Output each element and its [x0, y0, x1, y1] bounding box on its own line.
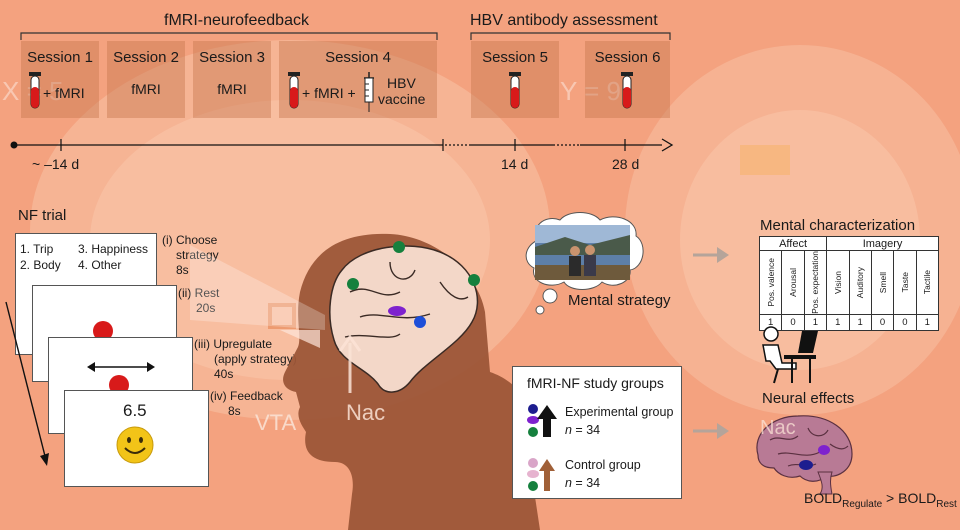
- tick-label-start: ~ –14 d: [32, 156, 80, 172]
- person-at-computer-icon: [762, 326, 818, 384]
- step-choose-strategy: (i) Choose strategy 8s: [162, 233, 219, 277]
- session-4-vaccine-line-1: HBV: [387, 75, 416, 91]
- label-vta: VTA: [255, 410, 297, 435]
- col-vision: Vision: [832, 270, 843, 294]
- col-taste: Taste: [899, 272, 910, 293]
- col-pos-expectation: Pos. expectation: [810, 251, 821, 314]
- gray-arrow-bottom: [693, 423, 729, 439]
- double-arrow: [87, 362, 155, 372]
- experimental-group-markers: [527, 404, 557, 437]
- session-5-label: Session 5: [482, 49, 548, 66]
- photo-two-people: [535, 225, 630, 280]
- session-1-label: Session 1: [27, 49, 93, 66]
- session-2-content: fMRI: [131, 81, 161, 97]
- feedback-screen-card: 6.5: [64, 390, 209, 487]
- step-rest: (ii) Rest 20s: [178, 286, 220, 315]
- tick-label-28d: 28 d: [612, 156, 640, 172]
- feedback-value: 6.5: [123, 401, 147, 420]
- col-tactile: Tactile: [922, 270, 933, 295]
- brain-region-dots: [347, 241, 480, 328]
- nf-trial-title: NF trial: [18, 207, 67, 224]
- timeline-axis: [10, 138, 674, 152]
- blood-tube-icon: [288, 72, 300, 109]
- label-nac-right: Nac: [760, 417, 796, 439]
- strategy-option-happiness: 3. Happiness: [78, 242, 149, 256]
- session-4-vaccine-line-2: vaccine: [378, 91, 426, 107]
- mental-characterization-title: Mental characterization: [760, 217, 916, 234]
- step-feedback: (iv) Feedback 8s: [210, 389, 283, 418]
- col-auditory: Auditory: [855, 266, 866, 299]
- mental-characterization-table: Affect Imagery Pos. valence Arousal Pos.…: [758, 236, 940, 331]
- neural-effects-title: Neural effects: [762, 390, 855, 407]
- value-vision: 1: [826, 313, 850, 331]
- overlay-y-coordinate: Y = 9: [560, 76, 621, 106]
- tick-label-14d: 14 d: [501, 156, 529, 172]
- session-6-label: Session 6: [594, 49, 661, 66]
- study-groups-title: fMRI-NF study groups: [527, 375, 664, 391]
- study-groups-box: fMRI-NF study groups Experimental group …: [512, 366, 682, 499]
- control-group-name: Control group: [565, 458, 641, 472]
- session-4-content: + fMRI +: [302, 85, 356, 101]
- session-1-content: + fMRI: [43, 85, 85, 101]
- group-affect: Affect: [758, 236, 828, 251]
- strategy-option-trip: 1. Trip: [20, 242, 54, 256]
- control-group-markers: [527, 458, 555, 491]
- syringe-icon: [364, 72, 374, 112]
- gray-arrow-top: [693, 247, 729, 263]
- value-smell: 0: [870, 313, 895, 331]
- group-imagery: Imagery: [826, 236, 939, 251]
- session-4-box: Session 4 + fMRI + HBV vaccine: [279, 41, 437, 118]
- session-3-box: Session 3 fMRI: [193, 41, 271, 118]
- value-arousal: 0: [781, 313, 805, 331]
- value-auditory: 1: [848, 313, 872, 331]
- col-pos-valence: Pos. valence: [765, 258, 776, 307]
- experimental-group-n: n = 34: [565, 423, 601, 437]
- head-silhouette: [280, 233, 540, 530]
- brain-neural-effects: [756, 415, 853, 495]
- session-4-label: Session 4: [325, 49, 391, 66]
- session-6-box: Session 6: [585, 41, 670, 118]
- blood-tube-icon: [621, 72, 633, 109]
- session-3-content: fMRI: [217, 81, 247, 97]
- arrow-up-nac: [338, 335, 362, 393]
- session-5-box: Session 5: [471, 41, 559, 118]
- session-3-label: Session 3: [199, 49, 265, 66]
- session-1-box: Session 1 + fMRI: [21, 41, 99, 118]
- phase-brackets: [20, 32, 671, 40]
- session-2-box: Session 2 fMRI: [107, 41, 185, 118]
- smiley-icon: [116, 426, 154, 464]
- value-taste: 0: [893, 313, 917, 331]
- value-tactile: 1: [915, 313, 940, 331]
- session-2-label: Session 2: [113, 49, 179, 66]
- col-smell: Smell: [877, 271, 888, 294]
- strategy-option-body: 2. Body: [20, 258, 61, 272]
- trial-time-arrow: [5, 301, 49, 466]
- blood-tube-icon: [509, 72, 521, 109]
- experimental-group-name: Experimental group: [565, 405, 674, 419]
- red-dot: [93, 321, 113, 341]
- projection-beam: [190, 245, 325, 330]
- label-nac-center: Nac: [346, 400, 386, 425]
- mental-strategy-label: Mental strategy: [568, 292, 671, 309]
- control-group-n: n = 34: [565, 476, 601, 490]
- phase-title-fmri: fMRI-neurofeedback: [164, 12, 309, 29]
- strategy-option-other: 4. Other: [78, 258, 122, 272]
- step-upregulate: (iii) Upregulate (apply strategy) 40s: [194, 337, 297, 381]
- bold-formula: BOLDRegulate > BOLDRest: [804, 490, 957, 510]
- col-arousal: Arousal: [788, 268, 799, 297]
- blood-tube-icon: [29, 72, 41, 109]
- phase-title-hbv: HBV antibody assessment: [470, 12, 658, 29]
